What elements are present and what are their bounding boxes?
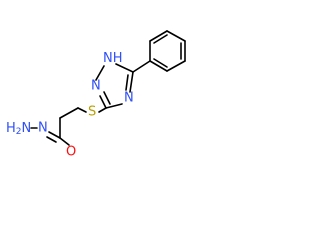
atom-triazole-n4: N bbox=[124, 91, 134, 106]
bonds bbox=[30, 30, 186, 146]
atom-sulfur: S bbox=[88, 105, 96, 120]
atom-oxygen: O bbox=[66, 145, 76, 160]
bond-triazole-n2-c3 bbox=[99, 95, 107, 109]
chemical-structure: H2N N O S N N NH bbox=[6, 30, 186, 160]
bond-ch2-ch2 bbox=[59, 107, 79, 119]
bond-phenyl-1 bbox=[149, 30, 168, 42]
bond-triazole-n4-c5 bbox=[129, 71, 134, 93]
bond-phenyl-2 bbox=[166, 30, 186, 42]
atom-triazole-n2: N bbox=[91, 79, 101, 94]
bond-triazole-n2-c3-double bbox=[103, 91, 111, 105]
bond-carbonyl-n bbox=[48, 131, 61, 139]
bond-s-ch2 bbox=[77, 107, 87, 113]
bond-phenyl-4 bbox=[166, 60, 186, 72]
bond-triazole-n4-c5-double bbox=[125, 74, 129, 91]
bond-phenyl-triazole bbox=[132, 60, 151, 73]
bond-c3-s bbox=[98, 107, 107, 113]
bond-triazole-c3-n4 bbox=[105, 103, 123, 109]
bond-phenyl-5 bbox=[149, 60, 168, 72]
atom-hydrazide-nh2: H2N bbox=[6, 121, 31, 138]
bond-phenyl-double-a bbox=[153, 34, 168, 44]
atom-amide-n: N bbox=[38, 121, 48, 136]
bond-carbonyl-n-double bbox=[46, 136, 57, 143]
bond-phenyl-double-c bbox=[153, 58, 168, 68]
bond-triazole-n1-n2 bbox=[95, 65, 105, 81]
atom-triazole-nh: NH bbox=[103, 51, 123, 66]
bond-carbonyl-o bbox=[59, 137, 70, 146]
bond-triazole-c5-n1 bbox=[115, 63, 134, 73]
atom-labels: H2N N O S N N NH bbox=[6, 51, 134, 160]
